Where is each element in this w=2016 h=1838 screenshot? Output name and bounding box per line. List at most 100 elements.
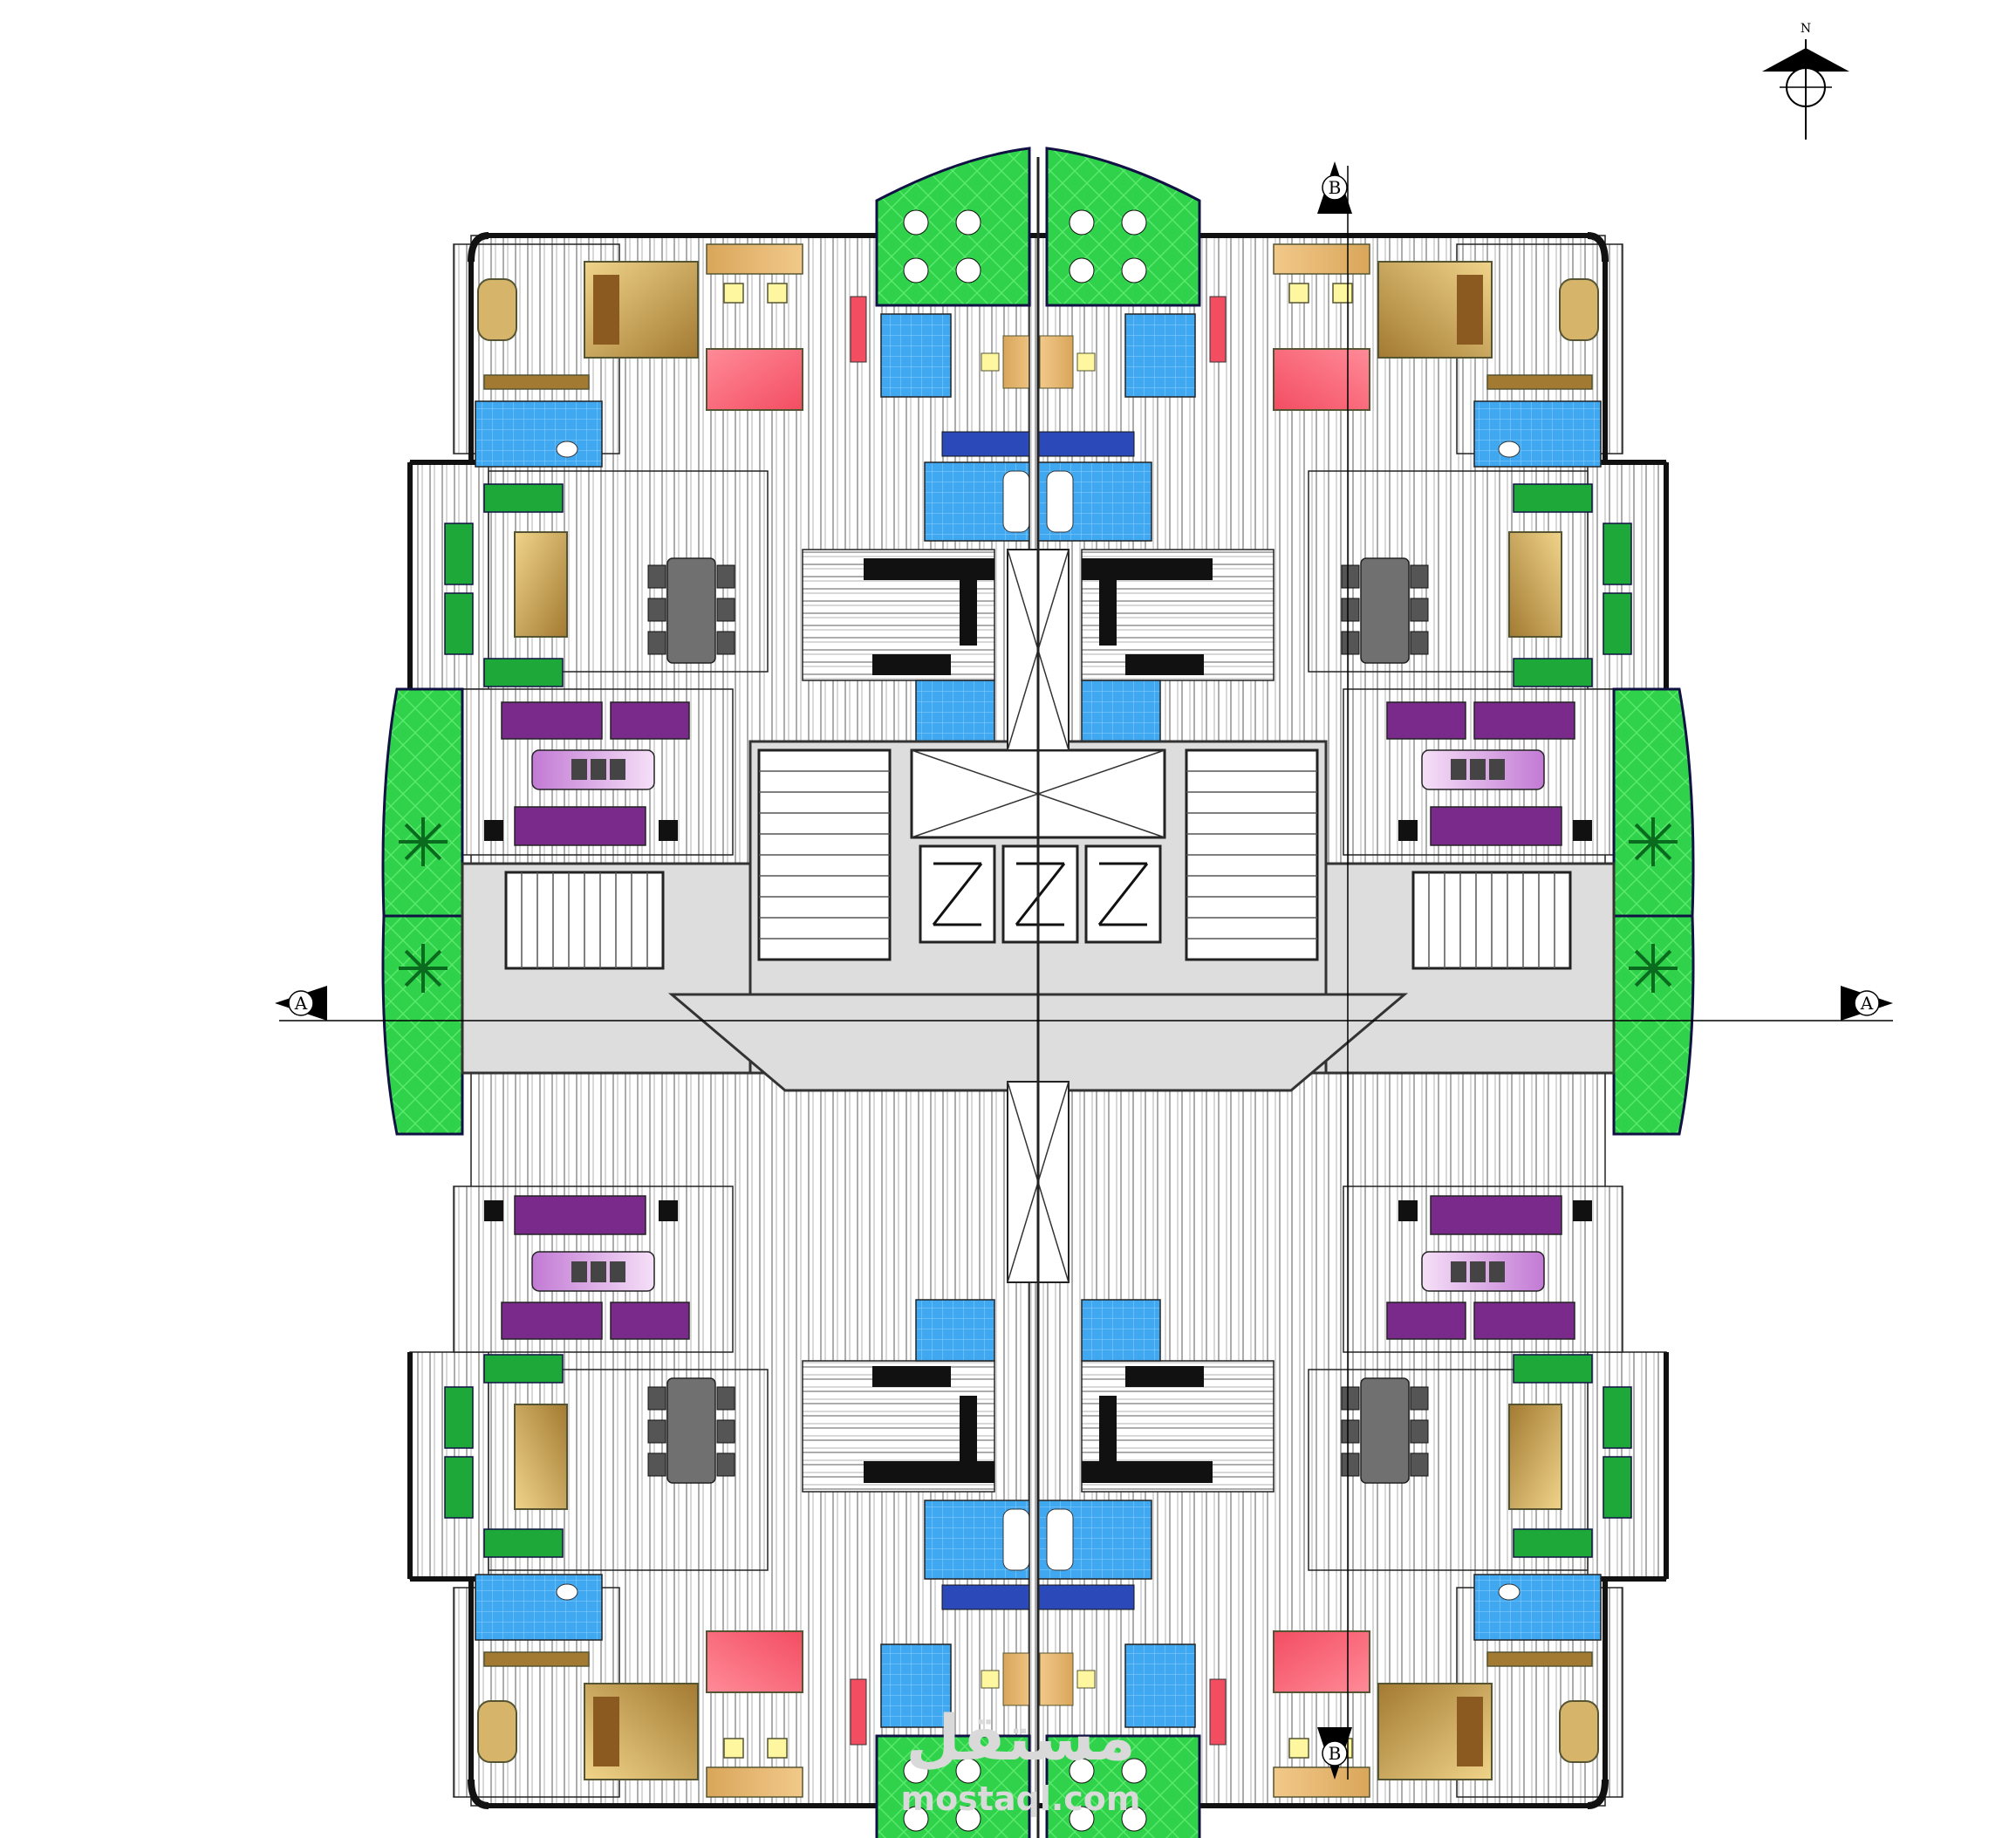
guest-wc — [1081, 680, 1161, 742]
towel-rack — [1209, 296, 1227, 363]
stool — [767, 283, 788, 304]
kitchen-counter — [864, 1396, 994, 1483]
sofa-green — [1513, 1528, 1593, 1558]
desk — [1273, 243, 1370, 275]
sofa-green — [1513, 1354, 1593, 1384]
dining-chair — [1341, 1452, 1360, 1477]
section-label: B — [1329, 177, 1342, 198]
outer-wall — [1029, 1352, 1669, 1808]
outer-wall — [407, 1352, 1047, 1808]
wardrobe — [1486, 1651, 1593, 1667]
palm-frond — [404, 840, 425, 861]
palm-frond — [1634, 823, 1655, 844]
rounded-corner-wall — [1587, 1779, 1609, 1809]
dining-table — [666, 557, 716, 664]
dining-chair — [647, 564, 666, 589]
palm-plant-icon — [1629, 817, 1678, 866]
outer-wall — [407, 233, 1047, 689]
dining-chair — [716, 598, 735, 622]
table-ornament — [591, 759, 606, 780]
palm-frond — [421, 840, 442, 861]
garden-chair — [1069, 257, 1095, 284]
garden-chair — [1069, 1806, 1095, 1832]
garden-chair — [903, 1758, 929, 1784]
kitchen-counter — [1082, 558, 1213, 646]
section-arrow-icon: B — [1317, 161, 1352, 214]
palm-frond — [1651, 840, 1672, 861]
dining-chair — [716, 1386, 735, 1411]
sofa-green — [1603, 1456, 1632, 1519]
kids-bed — [706, 348, 803, 411]
dining-chair — [1410, 1419, 1429, 1444]
side-table — [659, 1200, 678, 1221]
towel-rack — [1209, 1678, 1227, 1746]
kitchen-counter — [864, 558, 994, 646]
sofa-purple — [514, 806, 646, 846]
desk — [706, 243, 803, 275]
sofa-green — [444, 1386, 474, 1449]
dining-table — [1360, 557, 1410, 664]
vanity-counter — [941, 1584, 1039, 1610]
table-ornament — [610, 1261, 625, 1282]
towel-rack — [850, 1678, 867, 1746]
outer-wall — [1029, 233, 1669, 689]
table-ornament — [571, 759, 587, 780]
wash-basin — [556, 1583, 578, 1601]
chair — [981, 1670, 1000, 1689]
sofa-green — [1603, 592, 1632, 655]
section-label: A — [294, 993, 308, 1014]
elevator-symbol — [932, 862, 983, 926]
palm-frond — [421, 949, 442, 970]
garden-chair — [903, 1806, 929, 1832]
stool — [1288, 1738, 1309, 1759]
compass-icon: N — [1762, 22, 1849, 140]
sofa-purple — [501, 1302, 603, 1340]
dining-chair — [1341, 1386, 1360, 1411]
guest-wc — [915, 680, 995, 742]
garden-chair — [955, 1758, 981, 1784]
table-ornament — [591, 1261, 606, 1282]
watermark-site: mostaql.com — [900, 1780, 1141, 1818]
sofa-green — [1603, 1386, 1632, 1449]
dining-chair — [647, 598, 666, 622]
balcony-right — [1612, 687, 1695, 918]
dining-chair — [1410, 631, 1429, 655]
vanity-counter — [1037, 1584, 1135, 1610]
bathroom — [880, 313, 952, 398]
stool — [767, 1738, 788, 1759]
section-label: A — [1860, 993, 1874, 1014]
side-table — [1398, 1200, 1418, 1221]
sofa-purple — [1473, 701, 1575, 740]
section-bubble — [288, 990, 314, 1016]
watermark-arabic: مستقل — [905, 1701, 1136, 1774]
sofa-green — [1603, 523, 1632, 585]
master-bed-headboard — [1457, 1697, 1483, 1766]
palm-frond — [1651, 949, 1672, 970]
master-bed-headboard — [593, 275, 619, 345]
sofa-green — [444, 592, 474, 655]
chair — [1076, 352, 1096, 372]
dining-chair — [716, 1452, 735, 1477]
balcony-top — [875, 147, 1031, 307]
stool — [723, 283, 744, 304]
stair-far-left — [504, 871, 665, 970]
sofa-green — [483, 1354, 564, 1384]
balcony-left — [381, 687, 464, 918]
table-ornament — [1470, 759, 1486, 780]
stool — [1332, 283, 1353, 304]
section-bubble — [1322, 1740, 1348, 1766]
table-ornament — [610, 759, 625, 780]
master-bed-headboard — [1457, 275, 1483, 345]
section-arrow-icon: B — [1317, 1727, 1352, 1780]
vanity-counter — [941, 431, 1039, 457]
sofa-purple — [610, 1302, 690, 1340]
table-ornament — [1489, 759, 1505, 780]
garden-chair — [955, 1806, 981, 1832]
dining-chair — [1341, 598, 1360, 622]
table-ornament — [1470, 1261, 1486, 1282]
coffee-table — [514, 531, 568, 638]
sofa-green — [444, 523, 474, 585]
section-arrow-icon: A — [1841, 986, 1893, 1021]
stool — [723, 1738, 744, 1759]
